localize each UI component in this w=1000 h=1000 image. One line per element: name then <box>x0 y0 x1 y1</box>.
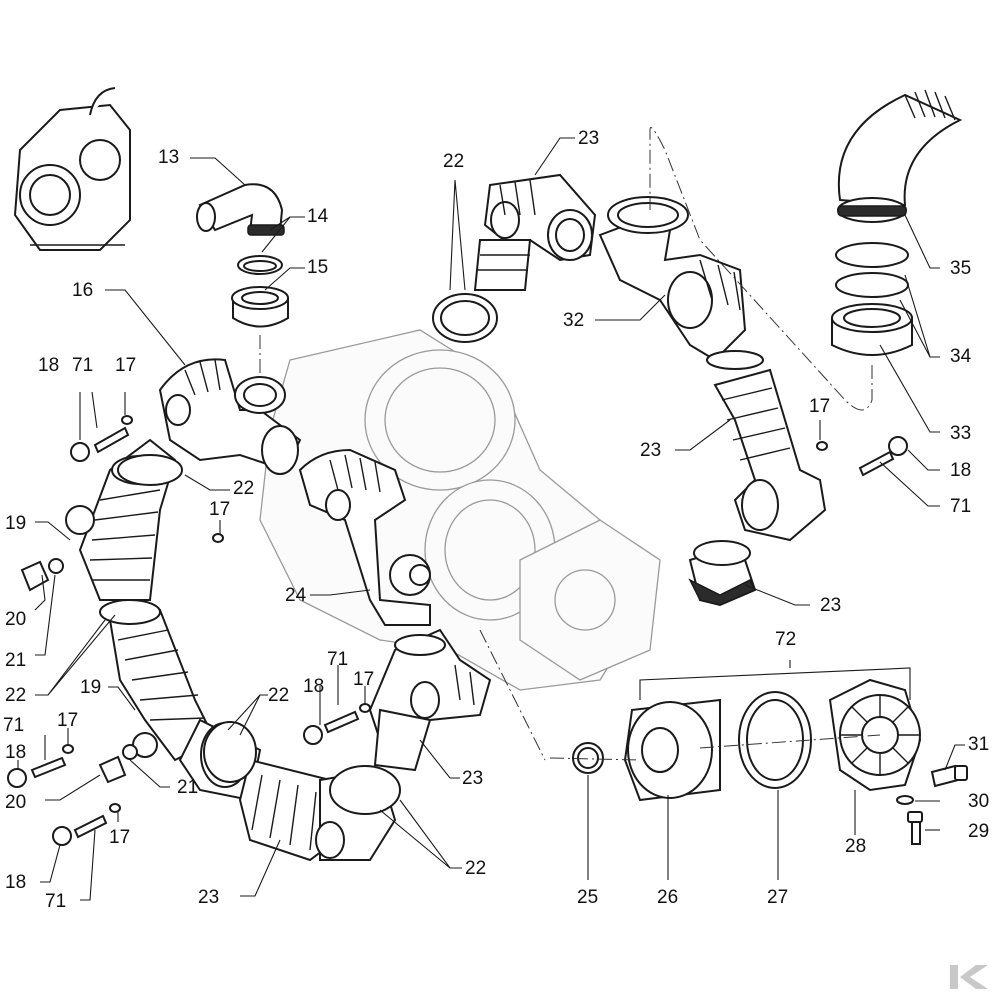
callout-23-lower-tee: 23 <box>462 768 484 789</box>
callout-22-lower-mid: 22 <box>268 685 290 706</box>
pump-body-ghost <box>259 329 661 691</box>
inflation-valve-29 <box>907 811 923 845</box>
callout-20-lower: 20 <box>5 792 27 813</box>
o-ring-22-left <box>203 721 257 783</box>
upper-tee-23 <box>473 173 597 291</box>
callout-71-upper-left: 71 <box>72 355 94 376</box>
callout-18-center: 18 <box>303 676 325 697</box>
leader-lines <box>17 137 965 901</box>
callout-17-left-lower: 17 <box>57 710 79 731</box>
elbow-fitting-13 <box>196 183 285 236</box>
callout-21-upper: 21 <box>5 650 27 671</box>
callout-19-upper: 19 <box>5 513 27 534</box>
callout-31: 31 <box>968 734 990 755</box>
callout-23-upper: 23 <box>578 128 600 149</box>
callout-30: 30 <box>968 791 990 812</box>
callout-22-left-lower: 22 <box>5 685 27 706</box>
plug-set-20-21 <box>20 558 138 784</box>
callout-17-upper-left: 17 <box>115 355 137 376</box>
callout-35: 35 <box>950 258 972 279</box>
lower-tee-23 <box>368 628 492 772</box>
o-ring-22-mid <box>117 454 183 486</box>
callout-22-bottom: 22 <box>465 858 487 879</box>
callout-23-bottom: 23 <box>198 887 220 908</box>
callout-13: 13 <box>158 147 180 168</box>
manifold-tee-16 <box>158 358 302 475</box>
callout-18-left-lower: 18 <box>5 742 27 763</box>
callout-22-mid-left: 22 <box>233 478 255 499</box>
callout-23-right-pipe: 23 <box>640 440 662 461</box>
fastener-set-left-upper <box>70 415 133 462</box>
left-manifold-pipe <box>65 438 217 762</box>
fastener-set-bottom <box>52 803 121 846</box>
callout-32: 32 <box>563 310 585 331</box>
pressure-chamber-assembly-72 <box>572 678 922 802</box>
callout-71-center: 71 <box>327 649 349 670</box>
check-valve-tee-24 <box>298 448 431 626</box>
callout-16: 16 <box>72 280 94 301</box>
callout-17-center-lower: 17 <box>353 669 375 690</box>
callout-18-right: 18 <box>950 460 972 481</box>
o-ring-22-upper-inner <box>440 300 490 336</box>
pump-thumbnail <box>13 87 131 251</box>
callout-34: 34 <box>950 346 972 367</box>
right-pipe-23 <box>706 350 827 542</box>
washer-17-center <box>212 533 224 543</box>
callout-72: 72 <box>775 629 797 650</box>
callout-17-bottom: 17 <box>109 827 131 848</box>
o-ring-34-a <box>835 242 909 268</box>
callout-20-upper: 20 <box>5 609 27 630</box>
callout-23-union: 23 <box>820 595 842 616</box>
callout-15: 15 <box>307 257 329 278</box>
callout-27: 27 <box>767 887 789 908</box>
o-ring-22-lower <box>329 765 401 815</box>
callout-28: 28 <box>845 836 867 857</box>
callout-14: 14 <box>307 206 329 227</box>
callout-17-right: 17 <box>809 396 831 417</box>
fastener-set-center <box>303 703 371 745</box>
callout-22-upper: 22 <box>443 151 465 172</box>
callout-18-upper-left: 18 <box>38 355 60 376</box>
callout-29: 29 <box>968 821 990 842</box>
ring-nut-33 <box>831 303 913 356</box>
callout-25: 25 <box>577 887 599 908</box>
hose-elbow-35 <box>837 89 963 223</box>
fastener-set-left-lower <box>7 744 74 788</box>
callout-71-left-lower: 71 <box>3 715 25 736</box>
callout-17-center: 17 <box>209 499 231 520</box>
callout-33: 33 <box>950 423 972 444</box>
screw-31 <box>930 764 968 788</box>
fastener-set-right-upper <box>816 436 908 477</box>
ring-nut-15 <box>231 286 289 328</box>
brand-k-logo-icon <box>950 965 988 989</box>
outlet-manifold-32 <box>598 196 747 362</box>
callout-71-bottom: 71 <box>45 891 67 912</box>
callout-18-bottom: 18 <box>5 872 27 893</box>
washer-30 <box>896 795 914 805</box>
o-ring-34-b <box>835 272 909 298</box>
callout-71-right: 71 <box>950 496 972 517</box>
union-fitting-23 <box>688 540 757 607</box>
callout-24: 24 <box>285 585 307 606</box>
o-ring-14-inner <box>243 260 277 272</box>
callout-19-lower: 19 <box>80 677 102 698</box>
callout-21-lower: 21 <box>177 777 199 798</box>
centerline-33 <box>649 127 873 411</box>
callout-26: 26 <box>657 887 679 908</box>
